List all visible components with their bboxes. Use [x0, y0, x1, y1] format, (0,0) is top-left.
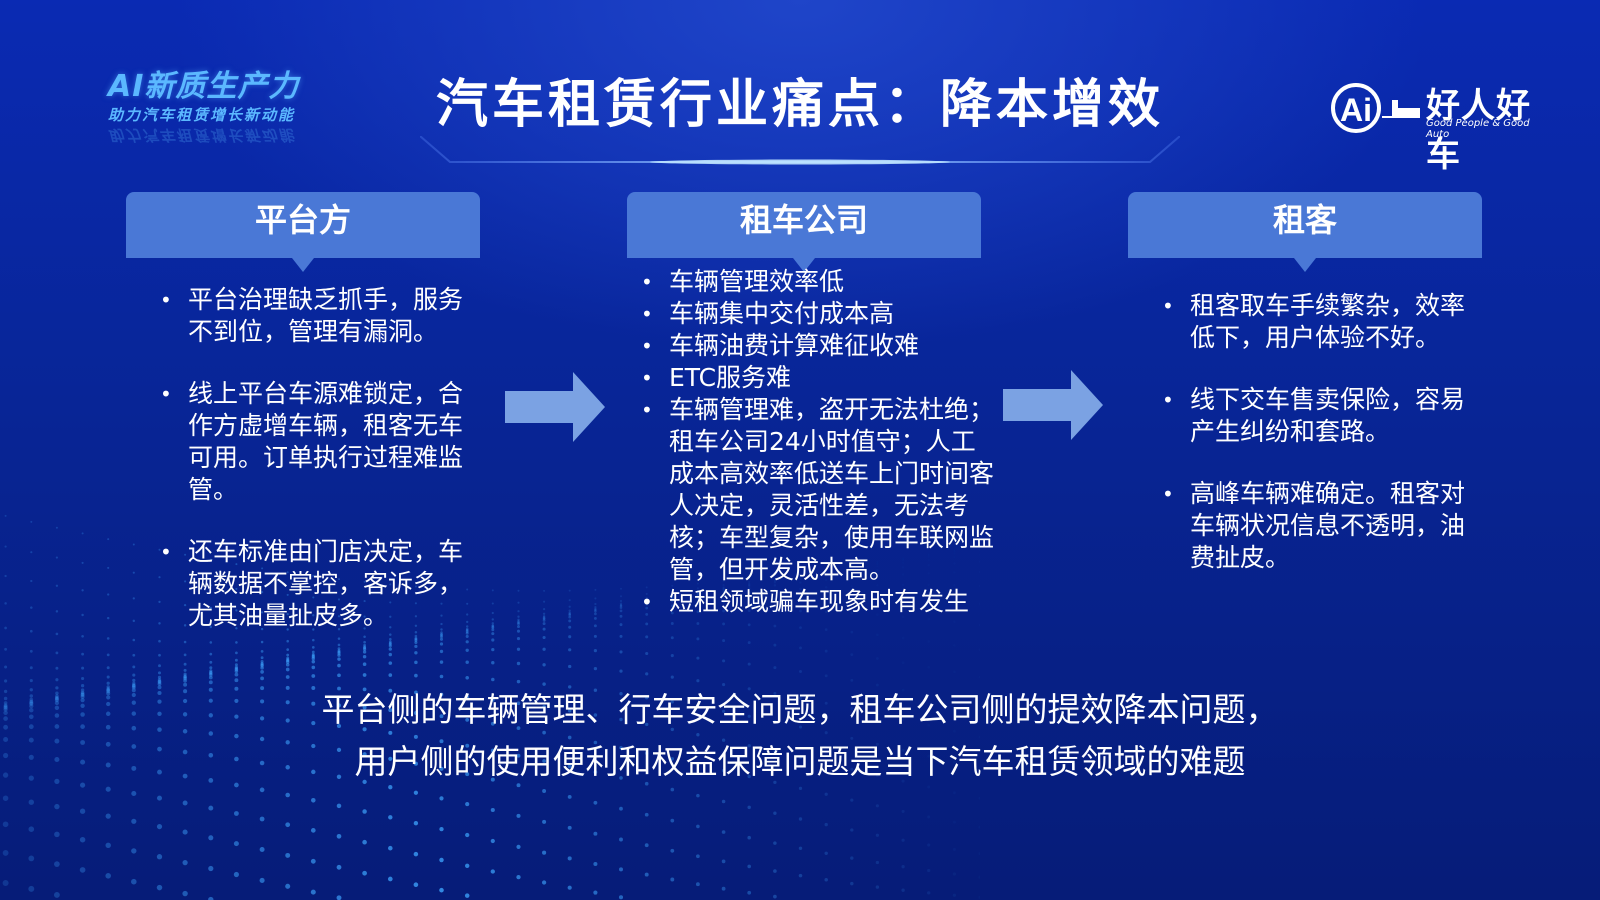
column-header-tenant: 租客 — [1128, 192, 1482, 272]
ai-car-logo-icon: Ai — [1331, 83, 1420, 133]
list-item: 还车标准由门店决定，车辆数据不掌控，客诉多，尤其油量扯皮多。 — [158, 536, 478, 632]
list-item: 短租领域骗车现象时有发生 — [639, 586, 999, 618]
right-arrow-icon — [505, 372, 605, 442]
brand-name: 好人好车 — [1426, 86, 1531, 175]
brand-tagline: Good People & Good Auto — [1426, 118, 1530, 140]
platform-pain-points: 平台治理缺乏抓手，服务不到位，管理有漏洞。 线上平台车源难锁定，合作方虚增车辆，… — [158, 284, 478, 662]
list-item: 平台治理缺乏抓手，服务不到位，管理有漏洞。 — [158, 284, 478, 348]
column-header-platform: 平台方 — [126, 192, 480, 272]
list-item: 车辆管理效率低 — [639, 266, 999, 298]
list-item: ETC服务难 — [639, 362, 999, 394]
rental-company-pain-points: 车辆管理效率低 车辆集中交付成本高 车辆油费计算难征收难 ETC服务难 车辆管理… — [639, 266, 999, 618]
list-item: 高峰车辆难确定。租客对车辆状况信息不透明，油费扯皮。 — [1160, 478, 1480, 574]
title-underline-decoration — [420, 136, 1180, 165]
tenant-pain-points: 租客取车手续繁杂，效率低下，用户体验不好。 线下交车售卖保险，容易产生纠纷和套路… — [1160, 290, 1480, 604]
list-item: 租客取车手续繁杂，效率低下，用户体验不好。 — [1160, 290, 1480, 354]
conclusion-line-2: 用户侧的使用便利和权益保障问题是当下汽车租赁领域的难题 — [354, 742, 1246, 781]
right-arrow-icon — [1003, 370, 1103, 440]
logo-left-line1: AI新质生产力 — [108, 69, 300, 104]
logo-left-line2: 助力汽车租赁增长新动能 — [108, 106, 296, 124]
column-header-rental-company: 租车公司 — [627, 192, 981, 272]
conclusion-text: 平台侧的车辆管理、行车安全问题，租车公司侧的提效降本问题， 用户侧的使用便利和权… — [0, 684, 1600, 788]
column-tenant: 租客 租客取车手续繁杂，效率低下，用户体验不好。 线下交车售卖保险，容易产生纠纷… — [1128, 192, 1482, 572]
list-item: 线上平台车源难锁定，合作方虚增车辆，租客无车可用。订单执行过程难监管。 — [158, 378, 478, 506]
list-item: 车辆集中交付成本高 — [639, 298, 999, 330]
conclusion-line-1: 平台侧的车辆管理、行车安全问题，租车公司侧的提效降本问题， — [321, 690, 1279, 729]
ai-productivity-logo: AI新质生产力 助力汽车租赁增长新动能 助力汽车租赁增长新动能 — [108, 69, 318, 145]
list-item: 线下交车售卖保险，容易产生纠纷和套路。 — [1160, 384, 1480, 448]
list-item: 车辆油费计算难征收难 — [639, 330, 999, 362]
page-title: 汽车租赁行业痛点：降本增效 — [435, 75, 1164, 135]
good-auto-logo: Ai 好人好车 Good People & Good Auto — [1330, 78, 1550, 175]
column-platform: 平台方 平台治理缺乏抓手，服务不到位，管理有漏洞。 线上平台车源难锁定，合作方虚… — [126, 192, 480, 630]
list-item: 车辆管理难，盗开无法杜绝；租车公司24小时值守；人工成本高效率低送车上门时间客人… — [639, 394, 999, 586]
column-rental-company: 租车公司 车辆管理效率低 车辆集中交付成本高 车辆油费计算难征收难 ETC服务难… — [627, 192, 994, 618]
logo-mark-text: Ai — [1340, 92, 1372, 128]
